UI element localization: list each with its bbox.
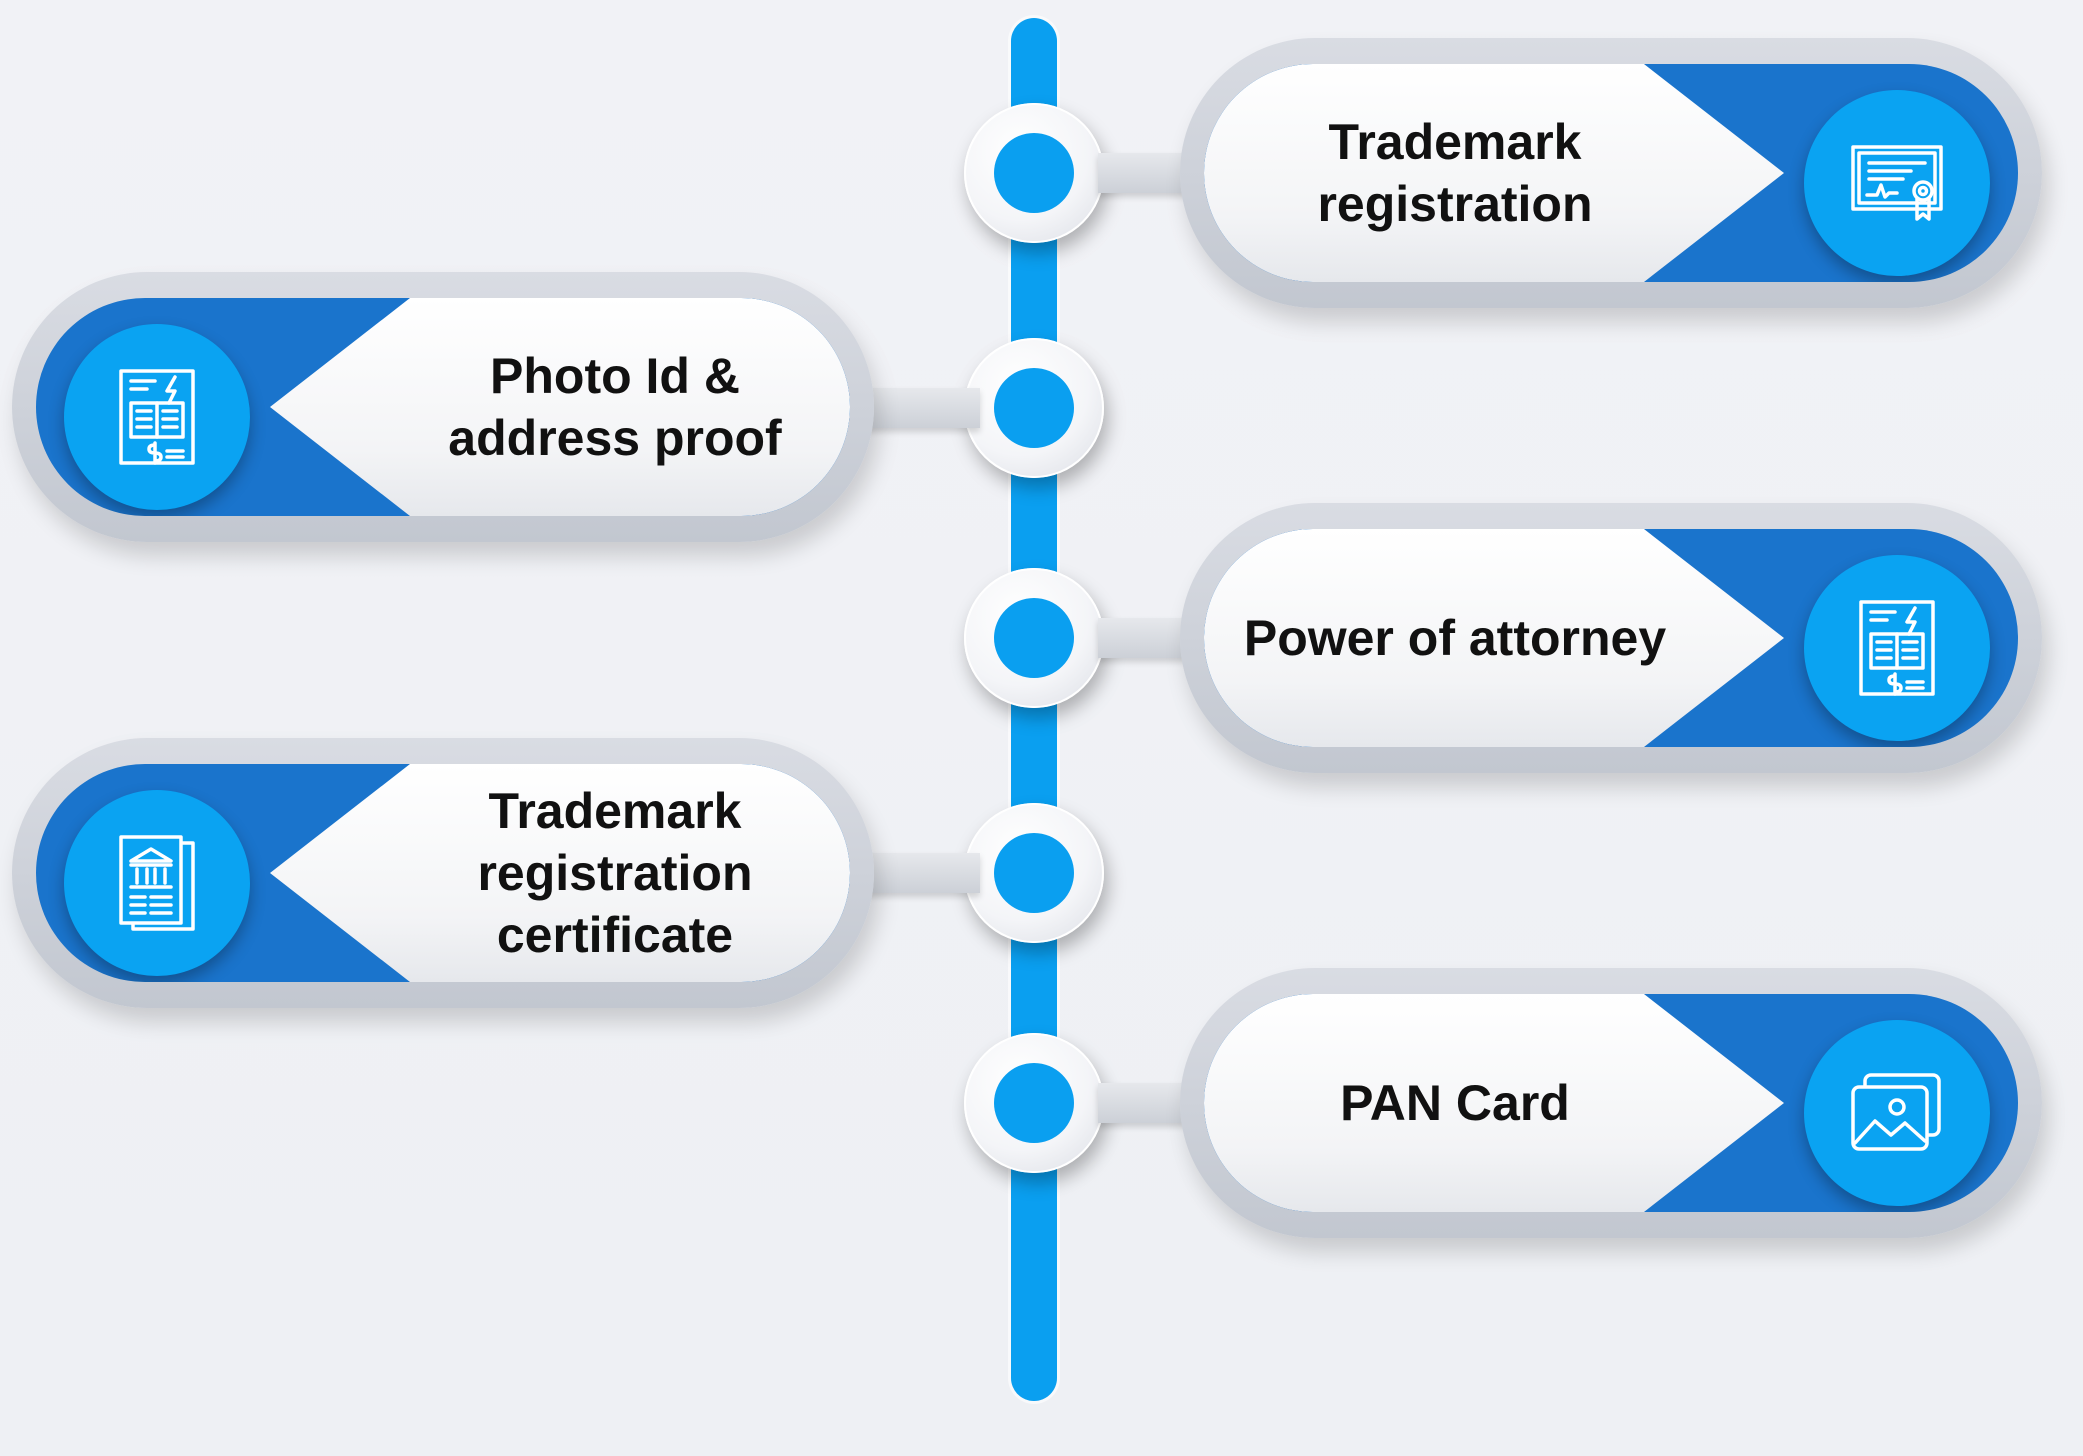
step-card-trademark-registration-certificate: Trademark registration certificate xyxy=(12,738,874,1008)
invoice-icon xyxy=(1859,600,1935,696)
card-band: Photo Id & address proof xyxy=(36,298,850,516)
card-label-panel xyxy=(1204,64,1784,282)
timeline-node-5 xyxy=(964,1033,1104,1173)
icon-badge xyxy=(1804,1020,1990,1206)
icon-badge xyxy=(1804,555,1990,741)
node-dot xyxy=(994,368,1074,448)
card-label-panel xyxy=(270,298,850,516)
invoice-icon xyxy=(119,369,195,465)
bank-document-icon xyxy=(119,835,195,931)
node-dot xyxy=(994,1063,1074,1143)
timeline-node-3 xyxy=(964,568,1104,708)
timeline-node-1 xyxy=(964,103,1104,243)
card-label-panel xyxy=(1204,994,1784,1212)
step-card-pan-card: PAN Card xyxy=(1180,968,2042,1238)
photo-card-icon xyxy=(1851,1073,1941,1151)
node-dot xyxy=(994,133,1074,213)
node-dot xyxy=(994,598,1074,678)
step-label: Power of attorney xyxy=(1243,610,1667,666)
step-label: Trademark registration xyxy=(1317,114,1593,232)
step-card-photo-id-address-proof: Photo Id & address proof xyxy=(12,272,874,542)
step-label: Photo Id & address proof xyxy=(448,348,782,466)
card-label-panel xyxy=(1204,529,1784,747)
icon-badge xyxy=(1804,90,1990,276)
step-label: Trademark registration certificate xyxy=(477,783,753,963)
timeline-node-4 xyxy=(964,803,1104,943)
card-band: Trademark registration certificate xyxy=(36,764,850,982)
card-band: PAN Card xyxy=(1204,994,2018,1212)
icon-badge xyxy=(64,324,250,510)
card-band: Trademark registration xyxy=(1204,64,2018,282)
card-label-panel xyxy=(270,764,850,982)
step-label: PAN Card xyxy=(1340,1075,1570,1131)
step-card-power-of-attorney: Power of attorney xyxy=(1180,503,2042,773)
step-card-trademark-registration: Trademark registration xyxy=(1180,38,2042,308)
certificate-icon xyxy=(1851,145,1943,221)
icon-badge xyxy=(64,790,250,976)
card-band: Power of attorney xyxy=(1204,529,2018,747)
timeline-node-2 xyxy=(964,338,1104,478)
node-dot xyxy=(994,833,1074,913)
